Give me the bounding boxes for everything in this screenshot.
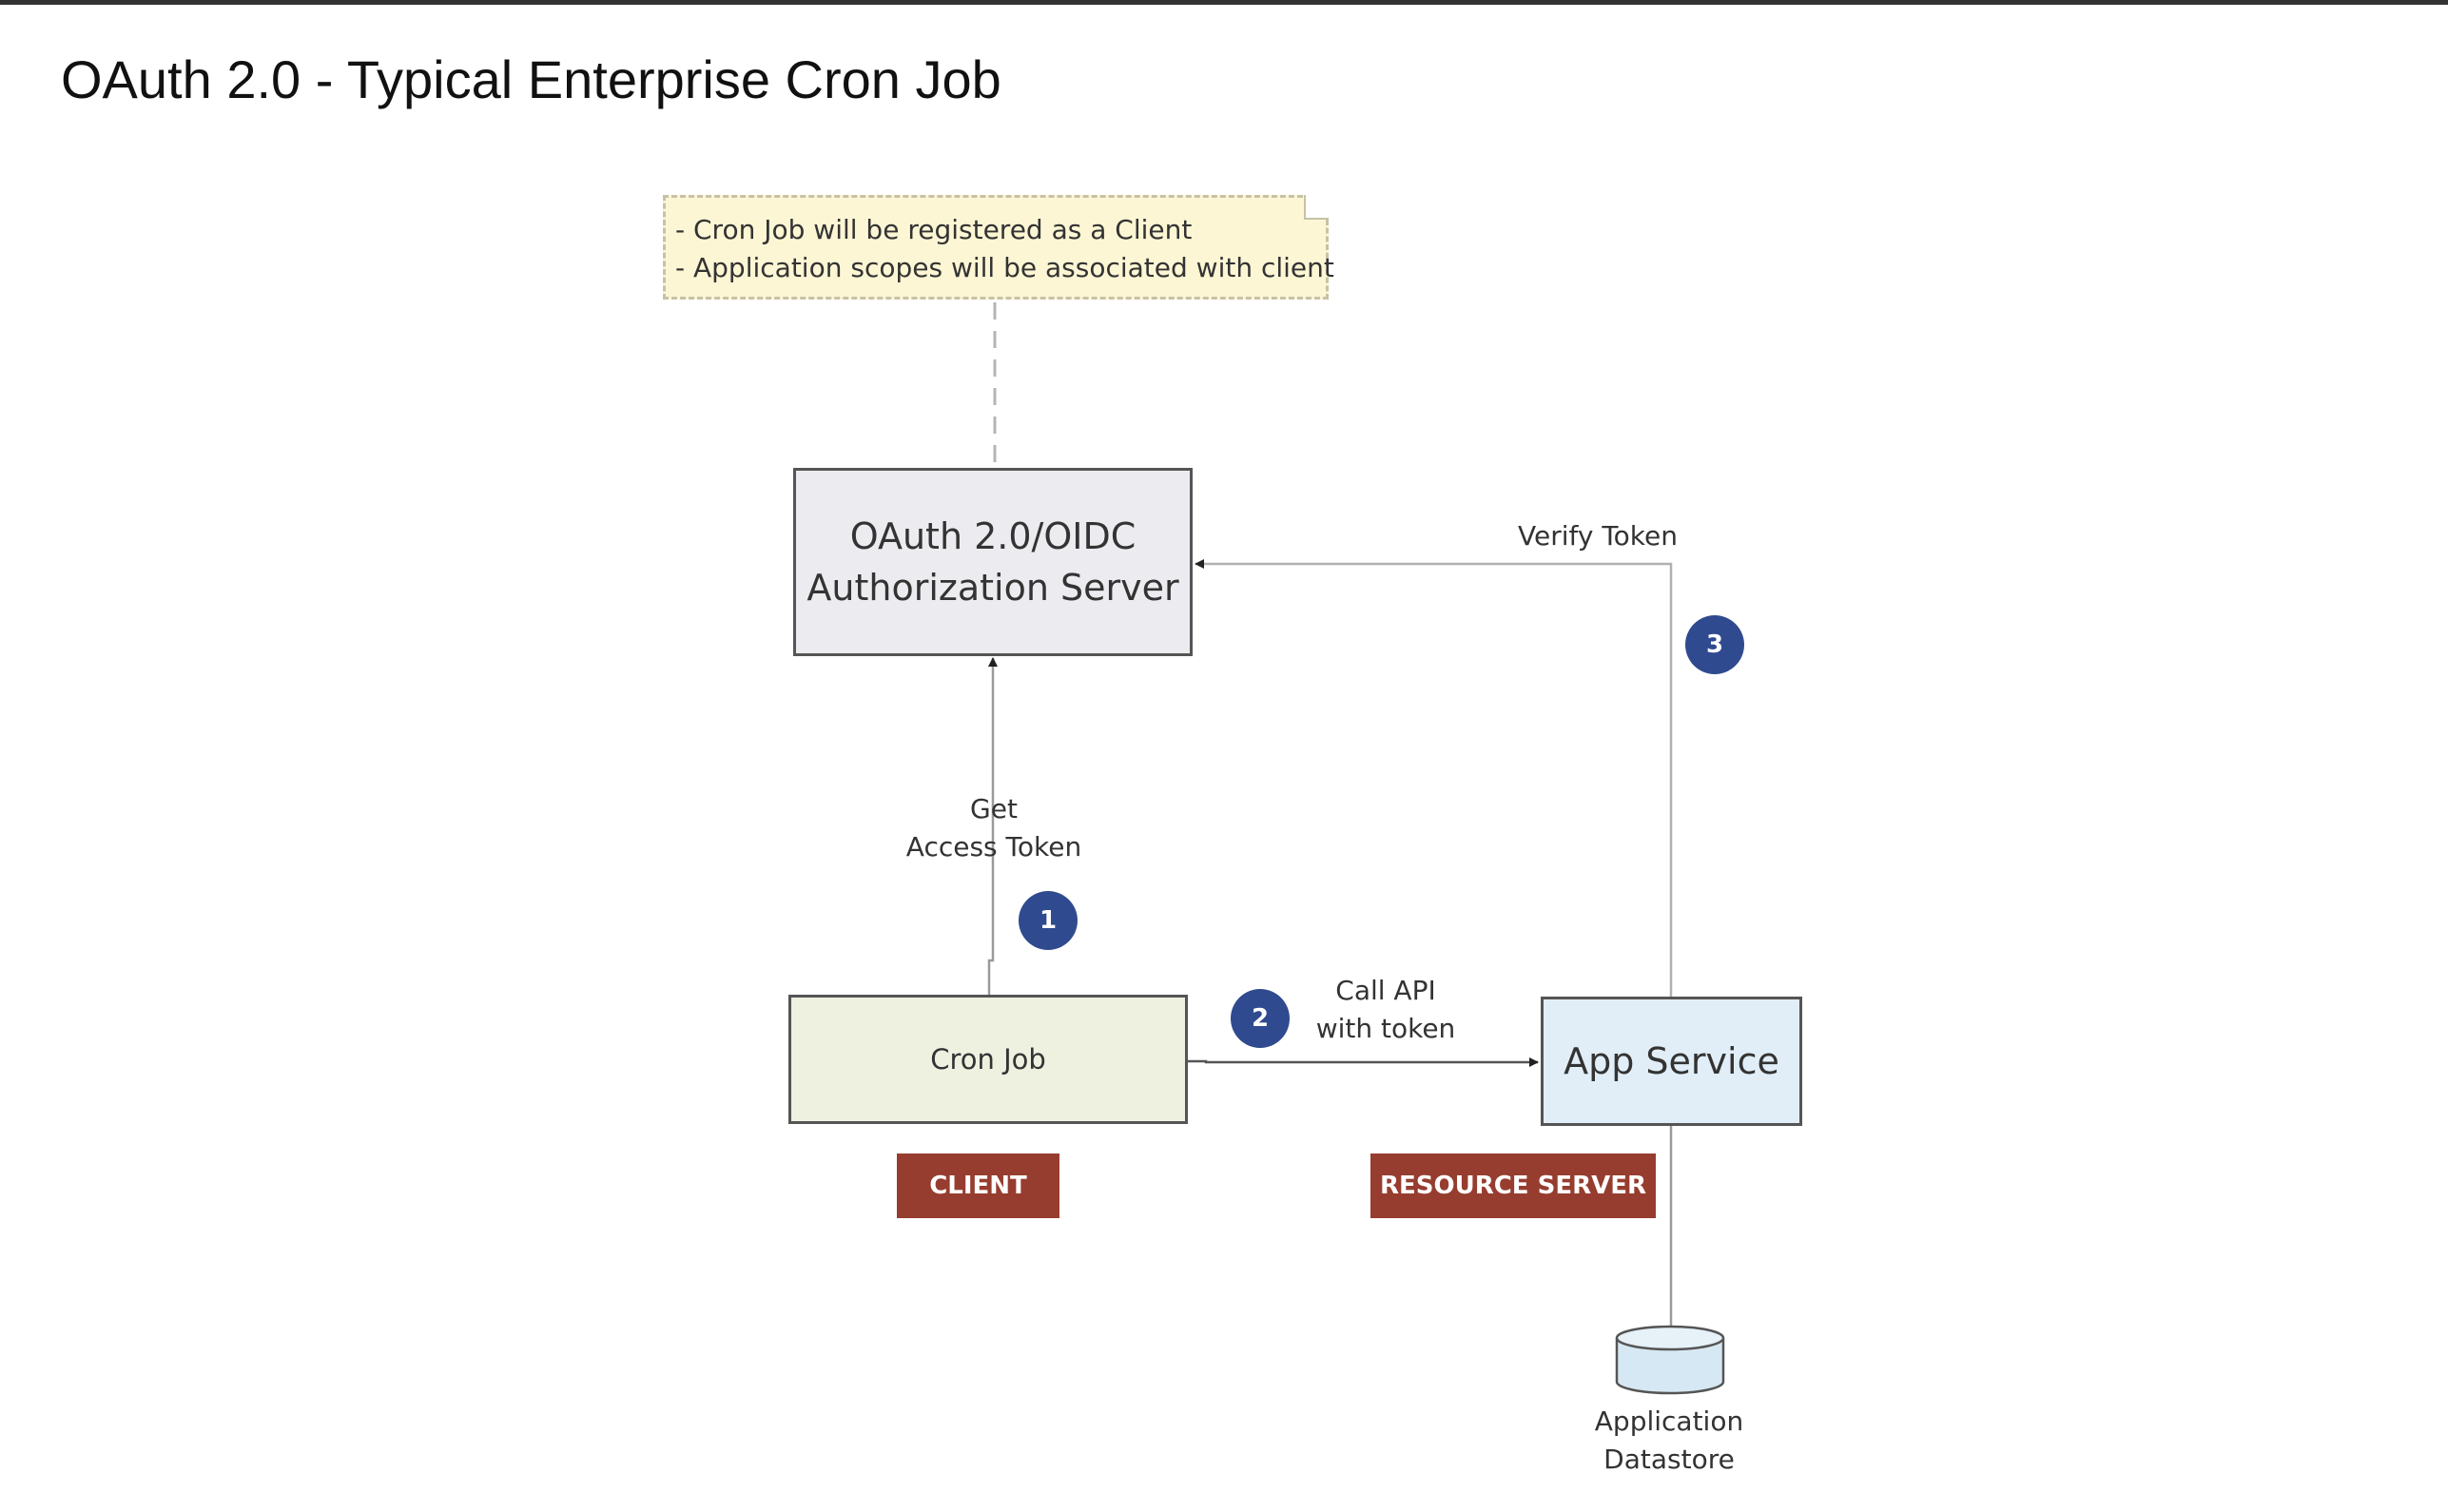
verify-token-arrow [1195,559,1673,997]
app-service-label: App Service [1564,1040,1779,1082]
call-api-label: Call API with token [1295,972,1476,1048]
note-line-2: - Application scopes will be associated … [675,252,1334,283]
call-api-arrow [1188,1057,1539,1067]
datastore-label: Application Datastore [1574,1403,1764,1479]
step-badge-2: 2 [1231,989,1290,1048]
note-line-1: - Cron Job will be registered as a Clien… [675,214,1193,245]
resource-server-tag: RESOURCE SERVER [1370,1153,1656,1218]
cron-job-label: Cron Job [930,1043,1046,1076]
call-api-label-line1: Call API [1335,975,1436,1006]
step-badge-1: 1 [1019,891,1078,950]
get-token-label-line2: Access Token [905,831,1082,863]
auth-server-label-line1: OAuth 2.0/OIDC [849,515,1137,557]
datastore-label-line1: Application [1594,1405,1744,1437]
call-api-label-line2: with token [1315,1013,1456,1044]
annotation-note: - Cron Job will be registered as a Clien… [663,195,1334,300]
client-tag: CLIENT [897,1153,1059,1218]
step-badge-3: 3 [1685,615,1744,674]
get-token-arrow [987,657,998,995]
authorization-server-node: OAuth 2.0/OIDC Authorization Server [793,468,1193,656]
app-service-node: App Service [1541,997,1802,1126]
datastore-label-line2: Datastore [1603,1444,1735,1475]
get-token-label-line1: Get [970,793,1018,824]
note-fold-corner [1304,195,1329,220]
verify-token-label: Verify Token [1518,520,1678,552]
get-token-label: Get Access Token [894,790,1094,866]
cron-job-node: Cron Job [788,995,1188,1124]
page-title: OAuth 2.0 - Typical Enterprise Cron Job [61,49,1001,109]
top-rule [0,0,2448,5]
datastore-cylinder-icon [1615,1325,1725,1395]
auth-server-label-line2: Authorization Server [806,567,1179,609]
